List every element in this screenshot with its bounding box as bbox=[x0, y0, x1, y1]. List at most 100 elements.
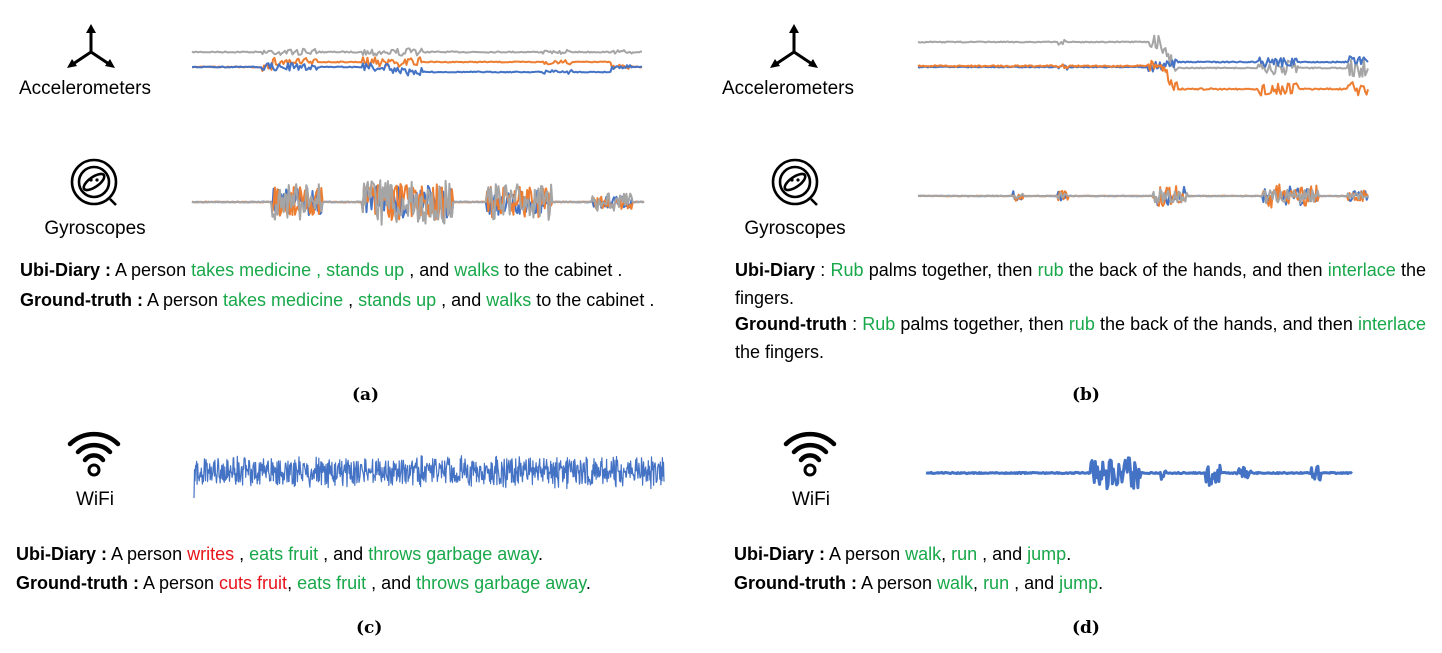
caption-segment: A person bbox=[142, 290, 224, 310]
caption-segment: walk bbox=[905, 544, 942, 564]
caption-segment: , and bbox=[318, 544, 369, 564]
caption-segment: jump bbox=[1059, 573, 1099, 593]
panel-d-caption-ubi: Ubi-Diary : A person walk, run , and jum… bbox=[734, 540, 1424, 568]
caption-key: Ubi-Diary : bbox=[16, 544, 108, 564]
caption-segment: A person bbox=[856, 573, 938, 593]
caption-segment: takes medicine bbox=[223, 290, 344, 310]
caption-segment: walks bbox=[486, 290, 532, 310]
caption-segment: palms together, then bbox=[895, 314, 1069, 334]
caption-segment: throws garbage away bbox=[368, 544, 538, 564]
panel-b-caption-ubi: Ubi-Diary : Rub palms together, then rub… bbox=[735, 256, 1426, 312]
caption-key: Ubi-Diary : bbox=[20, 260, 112, 280]
caption-segment: A person bbox=[138, 573, 220, 593]
caption-segment: , and bbox=[404, 260, 455, 280]
caption-segment: palms together, then bbox=[863, 260, 1038, 280]
wifi-label: WiFi bbox=[792, 489, 830, 510]
panel-a-caption-ubi: Ubi-Diary : A person takes medicine , st… bbox=[20, 256, 720, 284]
caption-segment: . bbox=[585, 573, 591, 593]
gray-signal-line bbox=[191, 47, 643, 57]
caption-segment: . bbox=[1098, 573, 1104, 593]
caption-segment: interlace bbox=[1357, 314, 1426, 334]
accelerometer-icon bbox=[56, 22, 126, 77]
panel-b-label: (b) bbox=[1072, 385, 1100, 405]
panel-a-caption-ground-truth: Ground-truth : A person takes medicine ,… bbox=[20, 286, 720, 314]
caption-segment: , and bbox=[977, 544, 1028, 564]
accelerometers-label: Accelerometers bbox=[19, 78, 151, 99]
caption-segment: , bbox=[941, 544, 952, 564]
caption-segment: A person bbox=[825, 544, 906, 564]
caption-segment: , and bbox=[436, 290, 487, 310]
caption-segment: jump bbox=[1027, 544, 1067, 564]
panel-a-accelerometer-plot bbox=[191, 47, 643, 77]
caption-segment: , bbox=[343, 290, 359, 310]
blue-signal-line bbox=[917, 55, 1369, 73]
panel-c-label: (c) bbox=[356, 618, 383, 638]
caption-segment: stands up bbox=[358, 290, 437, 310]
caption-key: Ubi-Diary bbox=[735, 260, 816, 280]
orange-signal-line bbox=[191, 56, 643, 72]
caption-segment: the back of the hands, and then bbox=[1063, 260, 1328, 280]
caption-segment: writes bbox=[187, 544, 235, 564]
panel-c-caption-ubi: Ubi-Diary : A person writes , eats fruit… bbox=[16, 540, 706, 568]
gray-signal-line bbox=[917, 188, 1369, 205]
caption-segment: rub bbox=[1068, 314, 1095, 334]
blue-signal-line bbox=[193, 455, 665, 499]
caption-segment: to the cabinet . bbox=[499, 260, 623, 280]
caption-segment: : bbox=[815, 260, 831, 280]
gray-signal-line bbox=[191, 179, 645, 226]
caption-segment: . bbox=[1066, 544, 1072, 564]
wifi-label: WiFi bbox=[76, 489, 114, 510]
caption-segment: Rub bbox=[862, 314, 896, 334]
panel-a-label: (a) bbox=[352, 385, 380, 405]
caption-segment: , bbox=[287, 573, 298, 593]
wifi-icon bbox=[64, 428, 124, 483]
orange-signal-line bbox=[917, 59, 1369, 97]
accelerometers-label: Accelerometers bbox=[722, 78, 854, 99]
caption-segment: eats fruit bbox=[297, 573, 367, 593]
panel-c-caption-ground-truth: Ground-truth : A person cuts fruit, eats… bbox=[16, 569, 706, 597]
blue-signal-line bbox=[925, 456, 1353, 491]
panel-b-caption-ground-truth: Ground-truth : Rub palms together, then … bbox=[735, 310, 1426, 366]
caption-segment: rub bbox=[1037, 260, 1064, 280]
blue-signal-line bbox=[191, 62, 642, 77]
panel-b-gyroscope-plot bbox=[917, 183, 1369, 209]
caption-segment: run bbox=[951, 544, 978, 564]
caption-segment: , bbox=[973, 573, 984, 593]
caption-segment: takes medicine , stands up bbox=[191, 260, 405, 280]
panel-b-accelerometer-plot bbox=[917, 34, 1369, 97]
caption-segment: the fingers. bbox=[735, 260, 1427, 308]
caption-key: Ground-truth : bbox=[20, 290, 143, 310]
caption-segment: . bbox=[537, 544, 543, 564]
caption-segment: eats fruit bbox=[249, 544, 319, 564]
caption-key: Ground-truth : bbox=[16, 573, 139, 593]
caption-segment: throws garbage away bbox=[416, 573, 586, 593]
caption-segment: walks bbox=[454, 260, 500, 280]
panel-d-wifi-plot bbox=[925, 456, 1353, 491]
caption-segment: run bbox=[983, 573, 1010, 593]
caption-segment: interlace bbox=[1327, 260, 1396, 280]
caption-key: Ubi-Diary : bbox=[734, 544, 826, 564]
caption-segment: : bbox=[846, 314, 863, 334]
caption-segment: cuts fruit bbox=[219, 573, 288, 593]
caption-segment: , bbox=[234, 544, 250, 564]
gyroscope-icon bbox=[767, 155, 823, 216]
panel-a-gyroscope-plot bbox=[191, 179, 645, 226]
panel-d-caption-ground-truth: Ground-truth : A person walk, run , and … bbox=[734, 569, 1424, 597]
panel-c-wifi-plot bbox=[193, 455, 665, 499]
gray-signal-line bbox=[917, 34, 1369, 78]
caption-segment: to the cabinet . bbox=[531, 290, 655, 310]
accelerometer-icon bbox=[759, 22, 829, 77]
caption-key: Ground-truth bbox=[735, 314, 847, 334]
panel-d-label: (d) bbox=[1072, 618, 1100, 638]
caption-segment: A person bbox=[111, 260, 192, 280]
caption-segment: walk bbox=[937, 573, 974, 593]
caption-segment: Rub bbox=[830, 260, 864, 280]
caption-segment: the back of the hands, and then bbox=[1094, 314, 1358, 334]
caption-key: Ground-truth : bbox=[734, 573, 857, 593]
caption-segment: A person bbox=[107, 544, 188, 564]
gyroscopes-label: Gyroscopes bbox=[744, 218, 846, 239]
wifi-icon bbox=[780, 428, 840, 483]
caption-segment: , and bbox=[366, 573, 417, 593]
caption-segment: , and bbox=[1009, 573, 1060, 593]
gyroscopes-label: Gyroscopes bbox=[44, 218, 146, 239]
